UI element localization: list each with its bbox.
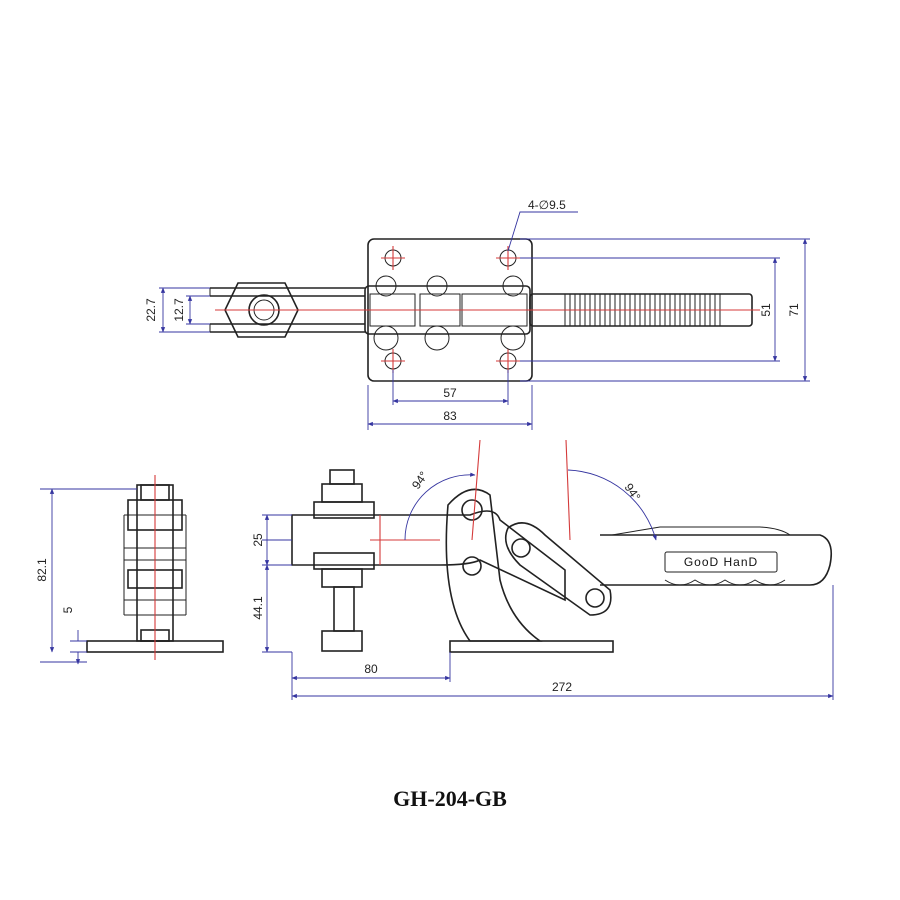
front-arm [291, 510, 566, 602]
dim-12-7: 12.7 [172, 298, 186, 322]
top-view: 51 71 57 83 22.7 12.7 4-∅9.5 [144, 198, 810, 430]
dim-83: 83 [443, 409, 457, 423]
dim-57: 57 [443, 386, 457, 400]
brand-plate [664, 551, 778, 573]
dim-holes: 4-∅9.5 [528, 198, 566, 212]
angle-right: 94° [622, 481, 644, 504]
dim-51: 51 [759, 303, 773, 317]
model-number: GH-204-GB [393, 786, 507, 811]
dim-22-7: 22.7 [144, 298, 158, 322]
brand-logo: GooD HanD [684, 555, 758, 569]
dim-5: 5 [61, 606, 75, 613]
dim-272: 272 [552, 680, 572, 694]
dim-71: 71 [787, 303, 801, 317]
front-base [449, 640, 614, 653]
angle-left: 94° [409, 469, 431, 492]
dim-44-1: 44.1 [251, 596, 265, 620]
front-handle [600, 534, 833, 586]
front-view: GooD HanD 94° 94° 25 44.1 80 272 [251, 439, 834, 700]
dim-82-1: 82.1 [35, 558, 49, 582]
end-view: 82.1 5 [35, 475, 224, 664]
dim-80: 80 [364, 662, 378, 676]
dim-25: 25 [251, 533, 265, 547]
